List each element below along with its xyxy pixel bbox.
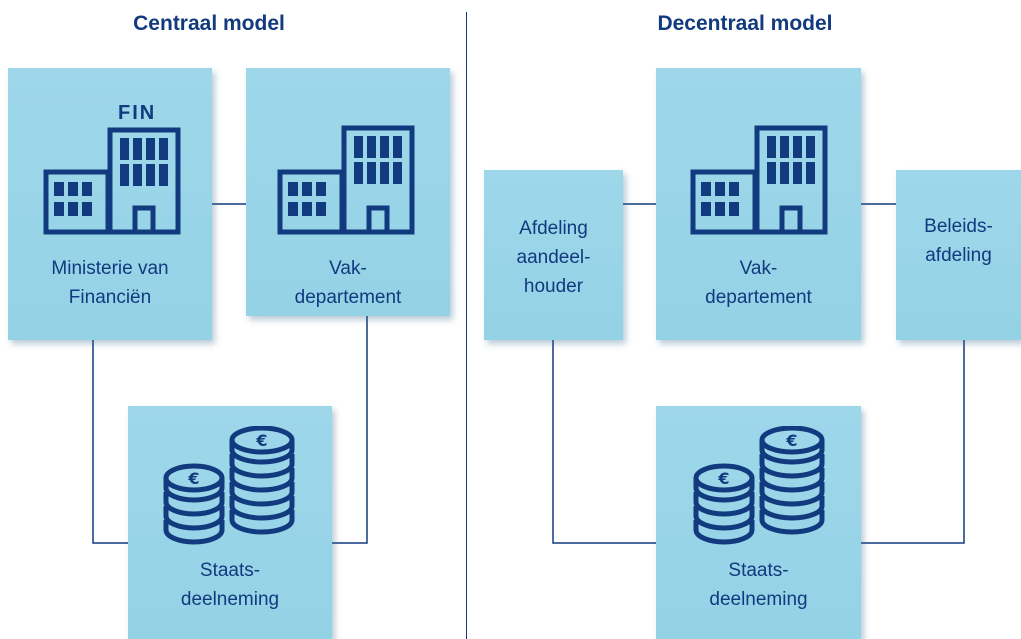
box-label: Ministerie van Financiën [8, 254, 212, 312]
decentral-model-title: Decentraal model [657, 12, 833, 35]
connector-vak-staats [332, 316, 368, 544]
connector-afd-staats [552, 340, 656, 544]
euro-coins-icon: € € [163, 426, 295, 545]
svg-text:€: € [717, 469, 729, 488]
building-icon [690, 125, 828, 235]
label-line: aandeel- [516, 247, 591, 268]
euro-coins-icon: € € [693, 426, 825, 545]
label-line: departement [294, 287, 402, 308]
connector-beleid-staats [861, 340, 965, 544]
connector-fin-staats [92, 340, 128, 544]
label-line: Vak- [329, 258, 367, 279]
label-line: deelneming [709, 589, 808, 610]
box-vakdepartement-decentral: Vak- departement [656, 68, 861, 340]
label-line: Staats- [199, 560, 261, 581]
label-line: Financiën [68, 287, 152, 308]
box-beleidsafdeling: Beleids- afdeling [896, 170, 1021, 340]
box-vakdepartement-central: Vak- departement [246, 68, 450, 316]
box-label: Beleids- afdeling [896, 212, 1021, 270]
svg-text:€: € [255, 431, 267, 450]
box-label: Vak- departement [246, 254, 450, 312]
label-line: deelneming [180, 589, 280, 610]
box-label: Vak- departement [656, 254, 861, 312]
box-staatsdeelneming-decentral: € € Staats- deelneming [656, 406, 861, 639]
box-label: Staats- deelneming [128, 556, 332, 614]
building-icon [277, 125, 415, 235]
svg-text:€: € [785, 431, 797, 450]
label-line: houder [523, 276, 584, 297]
label-line: Ministerie van [51, 258, 169, 279]
label-line: departement [705, 287, 812, 308]
fin-badge: FIN [118, 102, 157, 124]
box-ministerie-van-financien: FIN Ministerie van Financiën [8, 68, 212, 340]
box-label: Staats- deelneming [656, 556, 861, 614]
building-icon [43, 127, 181, 235]
box-staatsdeelneming-central: € € Staats- deelneming [128, 406, 332, 639]
label-line: Beleids- [924, 216, 993, 237]
label-line: Vak- [739, 258, 778, 279]
label-line: Staats- [728, 560, 789, 581]
label-line: afdeling [925, 245, 992, 266]
model-divider [466, 12, 467, 639]
label-line: Afdeling [519, 218, 588, 239]
box-afdeling-aandeelhouder: Afdeling aandeel- houder [484, 170, 623, 340]
svg-text:€: € [187, 469, 199, 488]
box-label: Afdeling aandeel- houder [484, 214, 623, 301]
central-model-title: Centraal model [133, 12, 285, 35]
